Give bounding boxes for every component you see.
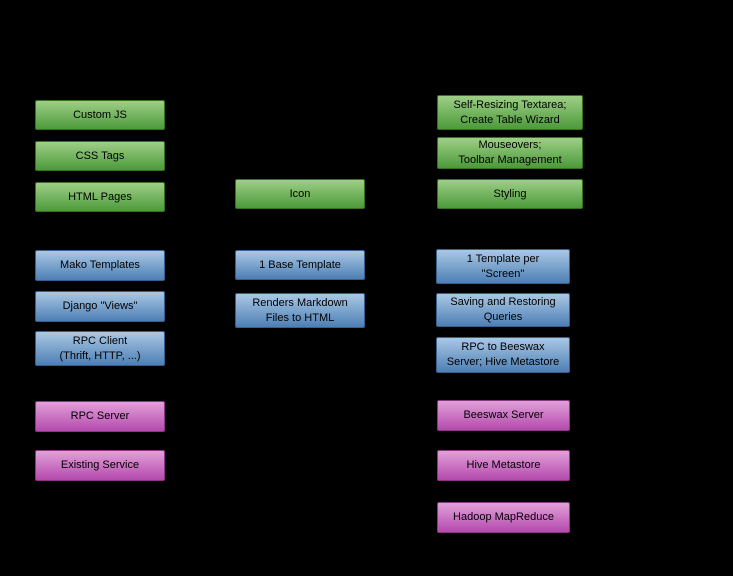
box-mako-templates: Mako Templates	[35, 250, 165, 281]
box-self-resizing-textarea: Self-Resizing Textarea; Create Table Wiz…	[437, 95, 583, 130]
box-django-views: Django "Views"	[35, 291, 165, 322]
box-html-pages: HTML Pages	[35, 182, 165, 212]
box-rpc-client: RPC Client (Thrift, HTTP, ...)	[35, 331, 165, 366]
box-template-per-screen: 1 Template per "Screen"	[436, 249, 570, 284]
box-mouseovers: Mouseovers; Toolbar Management	[437, 137, 583, 169]
box-saving-queries: Saving and Restoring Queries	[436, 293, 570, 327]
box-existing-service: Existing Service	[35, 450, 165, 481]
box-base-template: 1 Base Template	[235, 250, 365, 280]
box-hive-metastore: Hive Metastore	[437, 450, 570, 481]
box-rpc-beeswax: RPC to Beeswax Server; Hive Metastore	[436, 337, 570, 373]
box-hadoop-mapreduce: Hadoop MapReduce	[437, 502, 570, 533]
box-custom-js: Custom JS	[35, 100, 165, 130]
box-rpc-server: RPC Server	[35, 401, 165, 432]
box-beeswax-server: Beeswax Server	[437, 400, 570, 431]
box-icon: Icon	[235, 179, 365, 209]
box-css-tags: CSS Tags	[35, 141, 165, 171]
box-styling: Styling	[437, 179, 583, 209]
box-renders-markdown: Renders Markdown Files to HTML	[235, 293, 365, 328]
